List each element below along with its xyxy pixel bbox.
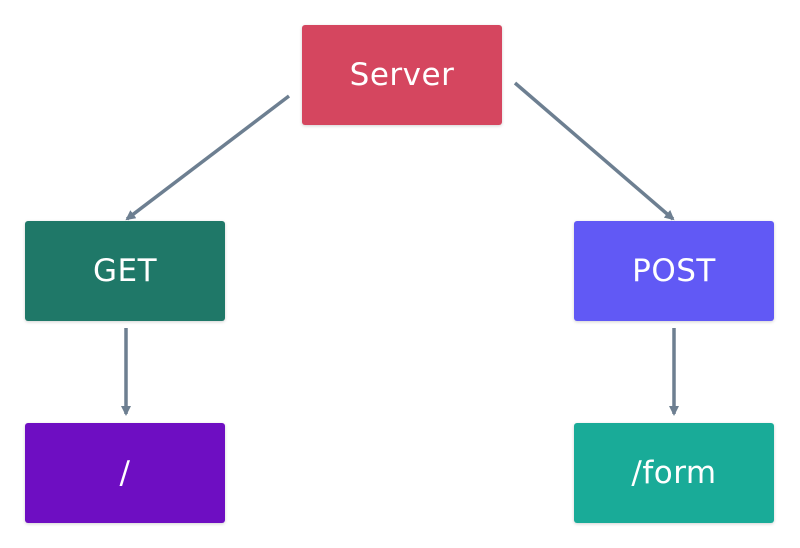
root-route-node: / <box>25 423 225 523</box>
form-route-label: /form <box>631 455 717 491</box>
server-node: Server <box>302 25 502 125</box>
post-node: POST <box>574 221 774 321</box>
arrow-server-to-post <box>513 81 675 221</box>
get-label: GET <box>92 253 158 289</box>
arrow-server-to-get <box>125 94 291 221</box>
get-node: GET <box>25 221 225 321</box>
server-label: Server <box>349 57 455 93</box>
form-route-node: /form <box>574 423 774 523</box>
root-route-label: / <box>119 455 131 491</box>
post-label: POST <box>632 253 716 289</box>
